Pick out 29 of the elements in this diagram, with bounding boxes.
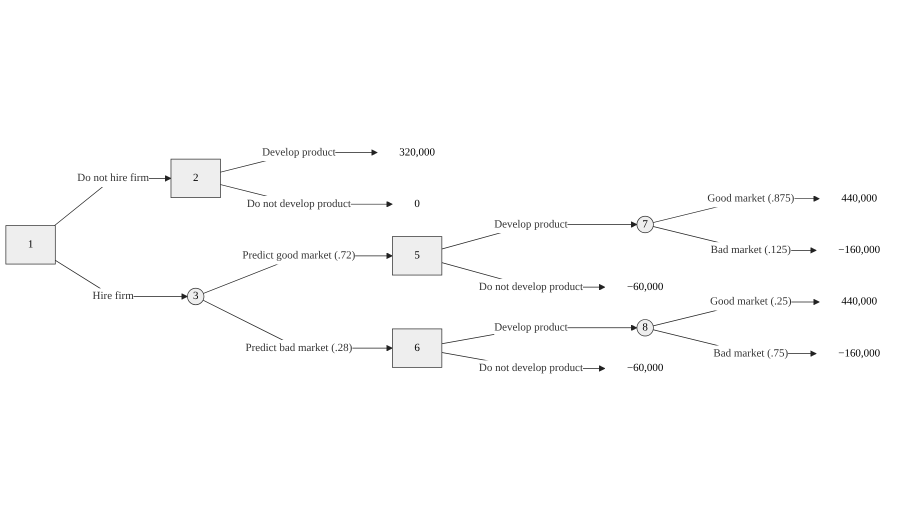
node-text: 440,000 — [841, 192, 878, 204]
edge-label: Bad market (.75) — [713, 348, 788, 360]
node-text: 440,000 — [841, 296, 878, 308]
node-text: −160,000 — [838, 244, 880, 256]
node-circle: 8 — [636, 319, 654, 336]
node-text: −160,000 — [838, 348, 880, 360]
node-box: 2 — [170, 158, 221, 198]
edge-label: Predict bad market (.28) — [245, 342, 352, 354]
node-text: −60,000 — [626, 362, 664, 374]
edge-label: Bad market (.125) — [710, 244, 791, 256]
node-text: 320,000 — [399, 146, 435, 158]
edge-label: Do not develop product — [478, 281, 583, 293]
edge-label: Develop product — [494, 218, 568, 230]
node-text: 0 — [414, 198, 420, 210]
node-text: −60,000 — [626, 281, 664, 293]
edge-label: Do not develop product — [246, 198, 351, 210]
node-box: 6 — [392, 328, 442, 368]
edge-label: Good market (.875) — [707, 192, 794, 204]
node-circle: 7 — [636, 216, 654, 234]
edge-label: Do not hire firm — [77, 172, 150, 184]
node-circle: 3 — [187, 288, 204, 306]
edge-label: Do not develop product — [478, 362, 583, 374]
edge-label: Good market (.25) — [710, 296, 792, 308]
edge-label: Predict good market (.72) — [242, 250, 356, 262]
edge-label: Develop product — [494, 322, 568, 334]
node-box: 5 — [392, 236, 442, 276]
edge-label: Hire firm — [92, 290, 134, 302]
node-box: 1 — [6, 225, 56, 264]
edge-label: Develop product — [262, 146, 336, 158]
